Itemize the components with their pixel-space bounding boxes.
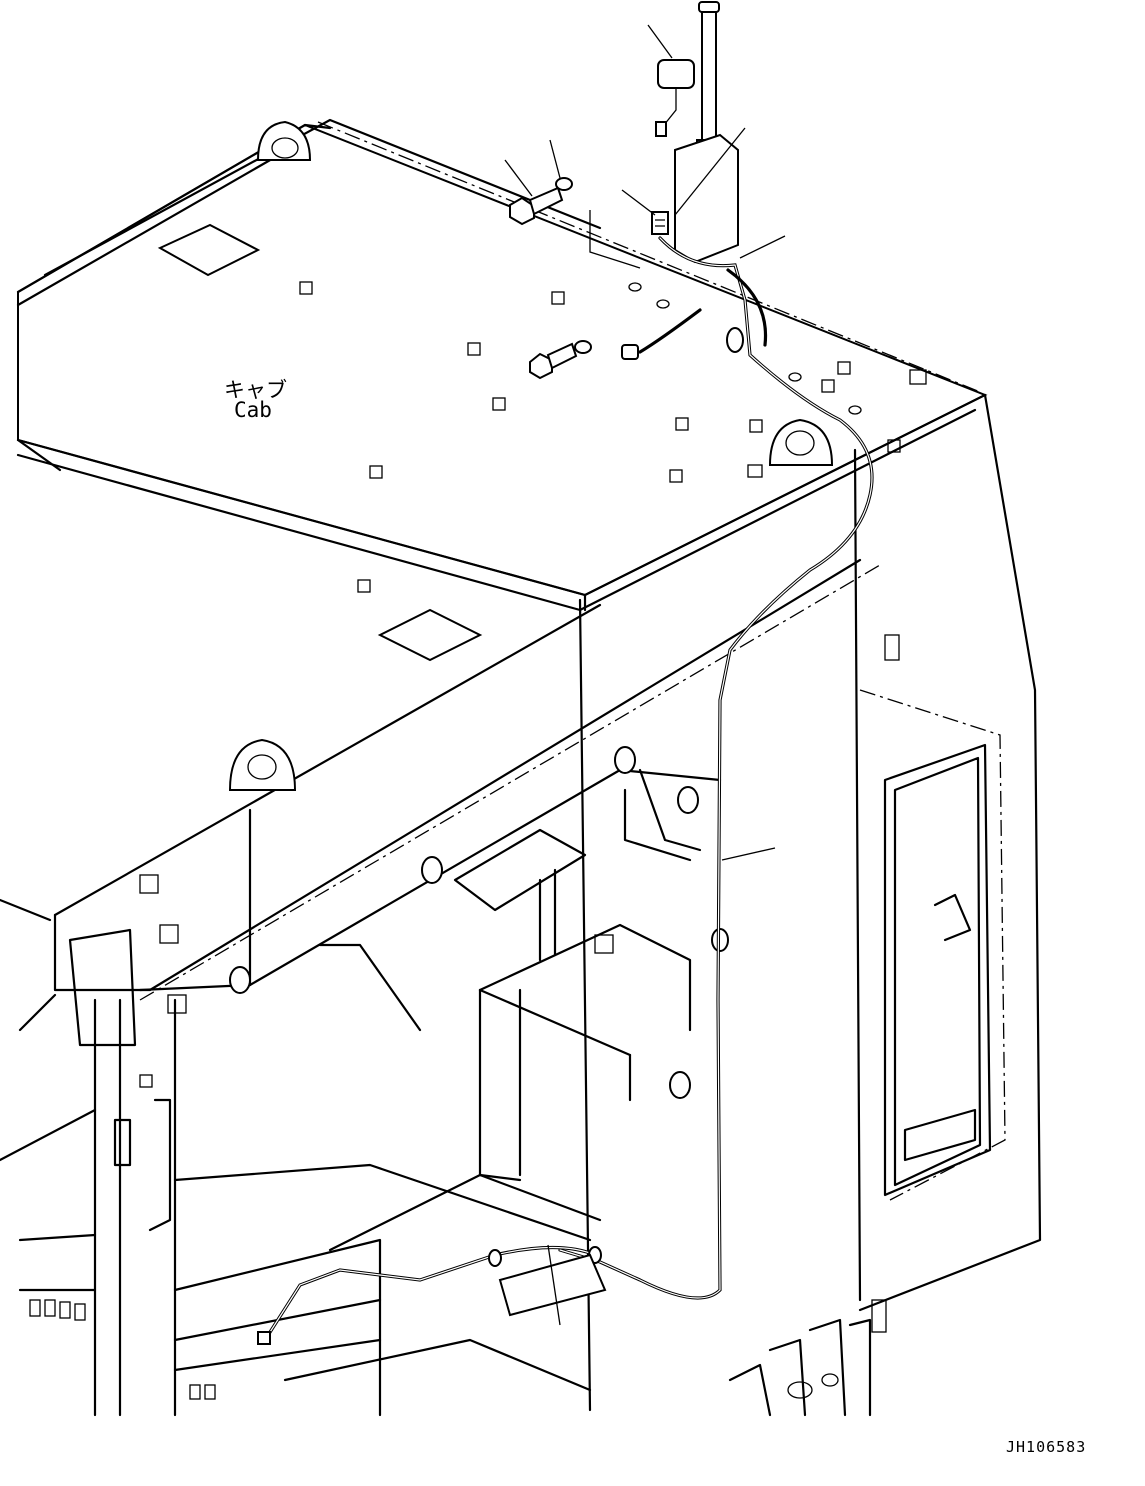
roof-top-panel — [17, 123, 988, 597]
controller-box — [498, 1253, 607, 1317]
mounting-bolt-upper — [509, 177, 573, 226]
frame-slots — [29, 1299, 216, 1400]
lifting-eye-rear — [256, 120, 312, 161]
roof-bosses — [299, 281, 927, 593]
cab-frame — [0, 558, 881, 1417]
cab-label-english: Cab — [234, 398, 272, 422]
roof-left-edge — [16, 123, 332, 294]
roof-rear-edge — [317, 121, 981, 393]
gps-antenna — [657, 59, 695, 89]
antenna-connector — [651, 211, 669, 235]
cab-roof — [16, 118, 988, 662]
roof-pad-front — [377, 608, 483, 662]
wiring-harness — [257, 236, 874, 1345]
lifting-eye-right — [768, 418, 834, 466]
roof-pad-left — [157, 223, 261, 277]
cab-label-japanese: キャブ — [224, 378, 287, 402]
antenna-assembly — [651, 1, 739, 264]
antenna-bracket — [674, 133, 739, 264]
lifting-eye-front — [228, 738, 297, 791]
harness-grommet — [726, 327, 744, 353]
mounting-bolt-lower — [529, 340, 639, 380]
drawing-number: JH106583 — [1006, 1438, 1087, 1456]
callout-leaders — [504, 24, 786, 1326]
